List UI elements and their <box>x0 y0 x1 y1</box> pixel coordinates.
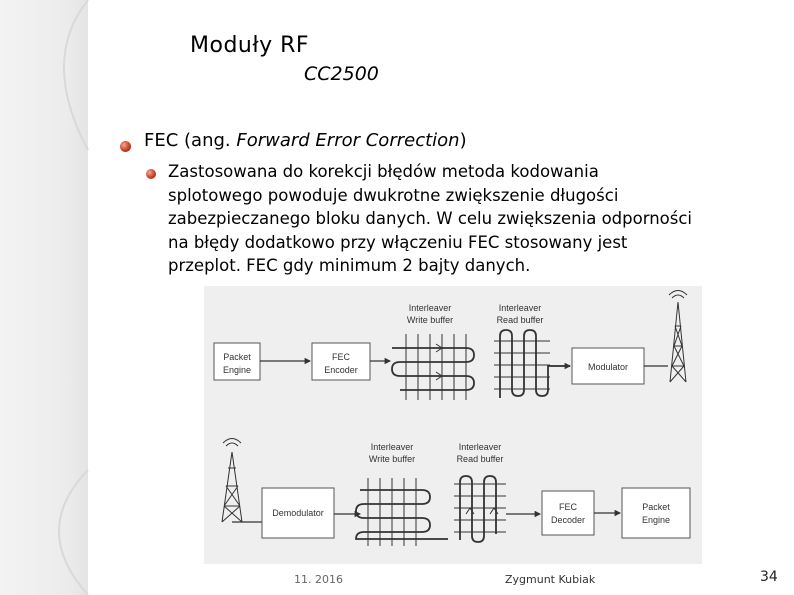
modulator-label: Modulator <box>588 362 628 372</box>
fec-interleaver-diagram: Packet Engine FEC Encoder Interleaver Wr… <box>204 286 702 564</box>
modulator-box <box>571 347 645 385</box>
bullet-fec-description: Zastosowana do korekcji błędów metoda ko… <box>168 162 693 275</box>
bullet-fec-italic: Forward Error Correction <box>236 130 460 151</box>
fec-encoder-line2: Encoder <box>324 365 358 375</box>
interleaver-write-buffer-grid-rx <box>355 478 448 546</box>
packet-engine-rx-line2: Engine <box>642 515 670 525</box>
bullet-marker-level2 <box>146 169 156 179</box>
fec-encoder-box <box>311 342 371 381</box>
band-curve-decoration <box>58 0 89 595</box>
footer-page-number: 34 <box>760 569 778 585</box>
interleaver-write-label-rx-2: Write buffer <box>369 454 415 464</box>
interleaver-write-buffer-grid-tx <box>391 334 475 400</box>
packet-engine-tx-box <box>213 342 261 381</box>
interleaver-write-label-rx-1: Interleaver <box>371 442 414 452</box>
bullet-fec-suffix: ) <box>459 130 467 151</box>
fec-encoder-line1: FEC <box>332 352 351 362</box>
slide-title: Moduły RF <box>190 33 310 58</box>
interleaver-read-buffer-grid-rx <box>454 475 506 543</box>
fec-decoder-line2: Decoder <box>551 515 585 525</box>
bullet-marker-level1 <box>120 141 131 152</box>
bullet-fec-prefix: FEC (ang. <box>144 130 237 151</box>
packet-engine-tx-line2: Engine <box>223 365 251 375</box>
interleaver-write-label-1: Interleaver <box>409 303 452 313</box>
packet-engine-rx-box <box>621 487 691 539</box>
receive-antenna-icon <box>221 438 243 523</box>
fec-decoder-box <box>541 490 595 536</box>
demodulator-label: Demodulator <box>272 508 324 518</box>
footer-date: 11. 2016 <box>294 573 343 586</box>
interleaver-read-label-1: Interleaver <box>499 303 542 313</box>
interleaver-write-label-2: Write buffer <box>407 315 453 325</box>
demodulator-box <box>261 487 335 539</box>
packet-engine-rx-line1: Packet <box>642 502 670 512</box>
bullet-fec-heading: FEC (ang. Forward Error Correction) <box>144 130 467 151</box>
interleaver-read-label-rx-2: Read buffer <box>457 454 504 464</box>
interleaver-read-label-2: Read buffer <box>497 315 544 325</box>
packet-engine-tx-line1: Packet <box>223 352 251 362</box>
footer-author: Zygmunt Kubiak <box>505 573 596 586</box>
slide-subtitle: CC2500 <box>304 63 379 85</box>
interleaver-read-label-rx-1: Interleaver <box>459 442 502 452</box>
diagram-svg: Packet Engine FEC Encoder Interleaver Wr… <box>213 290 691 546</box>
transmit-antenna-icon <box>668 290 688 383</box>
left-decorative-band <box>0 0 88 595</box>
interleaver-read-buffer-grid-tx <box>494 329 570 398</box>
fec-decoder-line1: FEC <box>559 502 578 512</box>
